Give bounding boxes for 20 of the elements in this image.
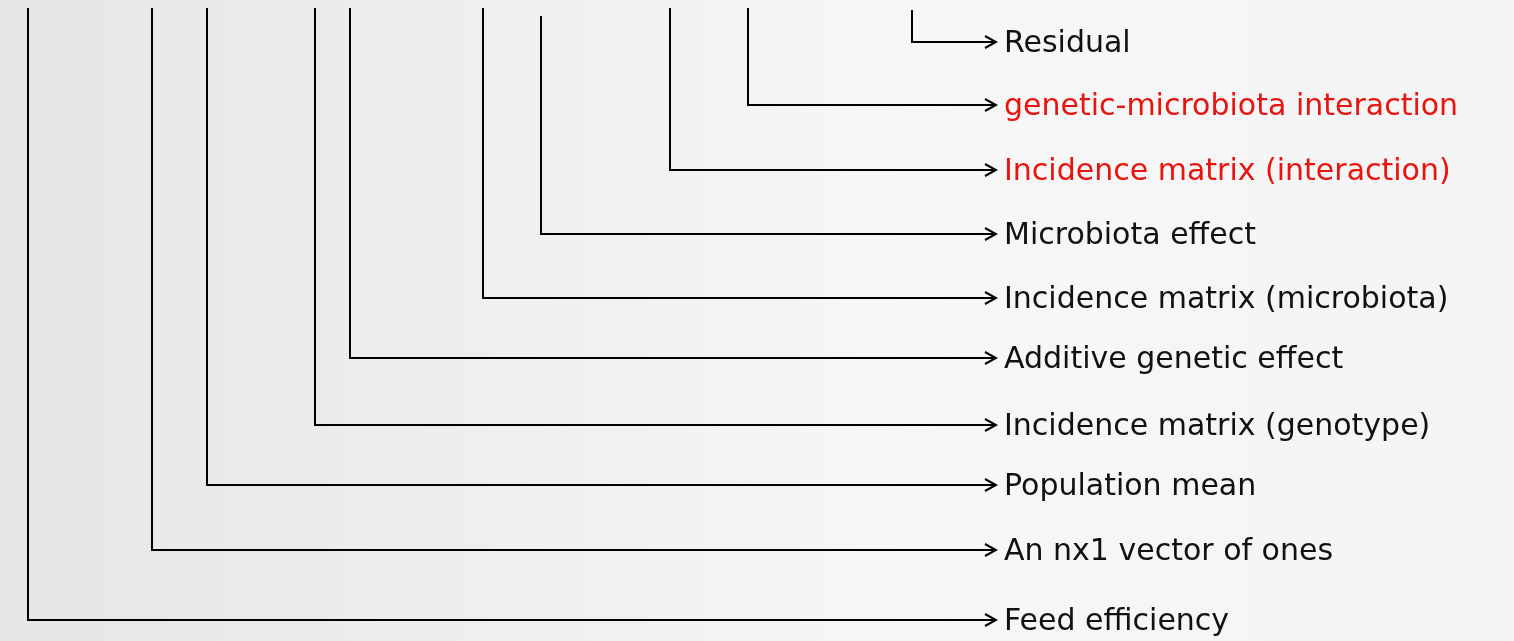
term-label: Incidence matrix (genotype) [1004,405,1431,445]
leader-line [27,7,997,627]
leader-line [482,7,997,305]
term-label: Population mean [1004,465,1257,505]
term-label: Residual [1004,22,1131,62]
term-label: Feed efficiency [1004,600,1230,640]
term-label: An nx1 vector of ones [1004,530,1334,570]
leader-line [911,9,997,49]
term-label: Additive genetic effect [1004,338,1344,378]
leader-line [151,7,997,557]
term-label: Microbiota effect [1004,214,1256,254]
leader-line [669,7,997,177]
term-label: Incidence matrix (microbiota) [1004,278,1449,318]
leader-line [314,7,997,432]
term-label: Incidence matrix (interaction) [1004,150,1451,190]
leader-line [540,15,997,241]
term-label: genetic-microbiota interaction [1004,85,1459,125]
leader-line [206,7,997,492]
leader-line [349,7,997,365]
leader-line [747,7,997,112]
